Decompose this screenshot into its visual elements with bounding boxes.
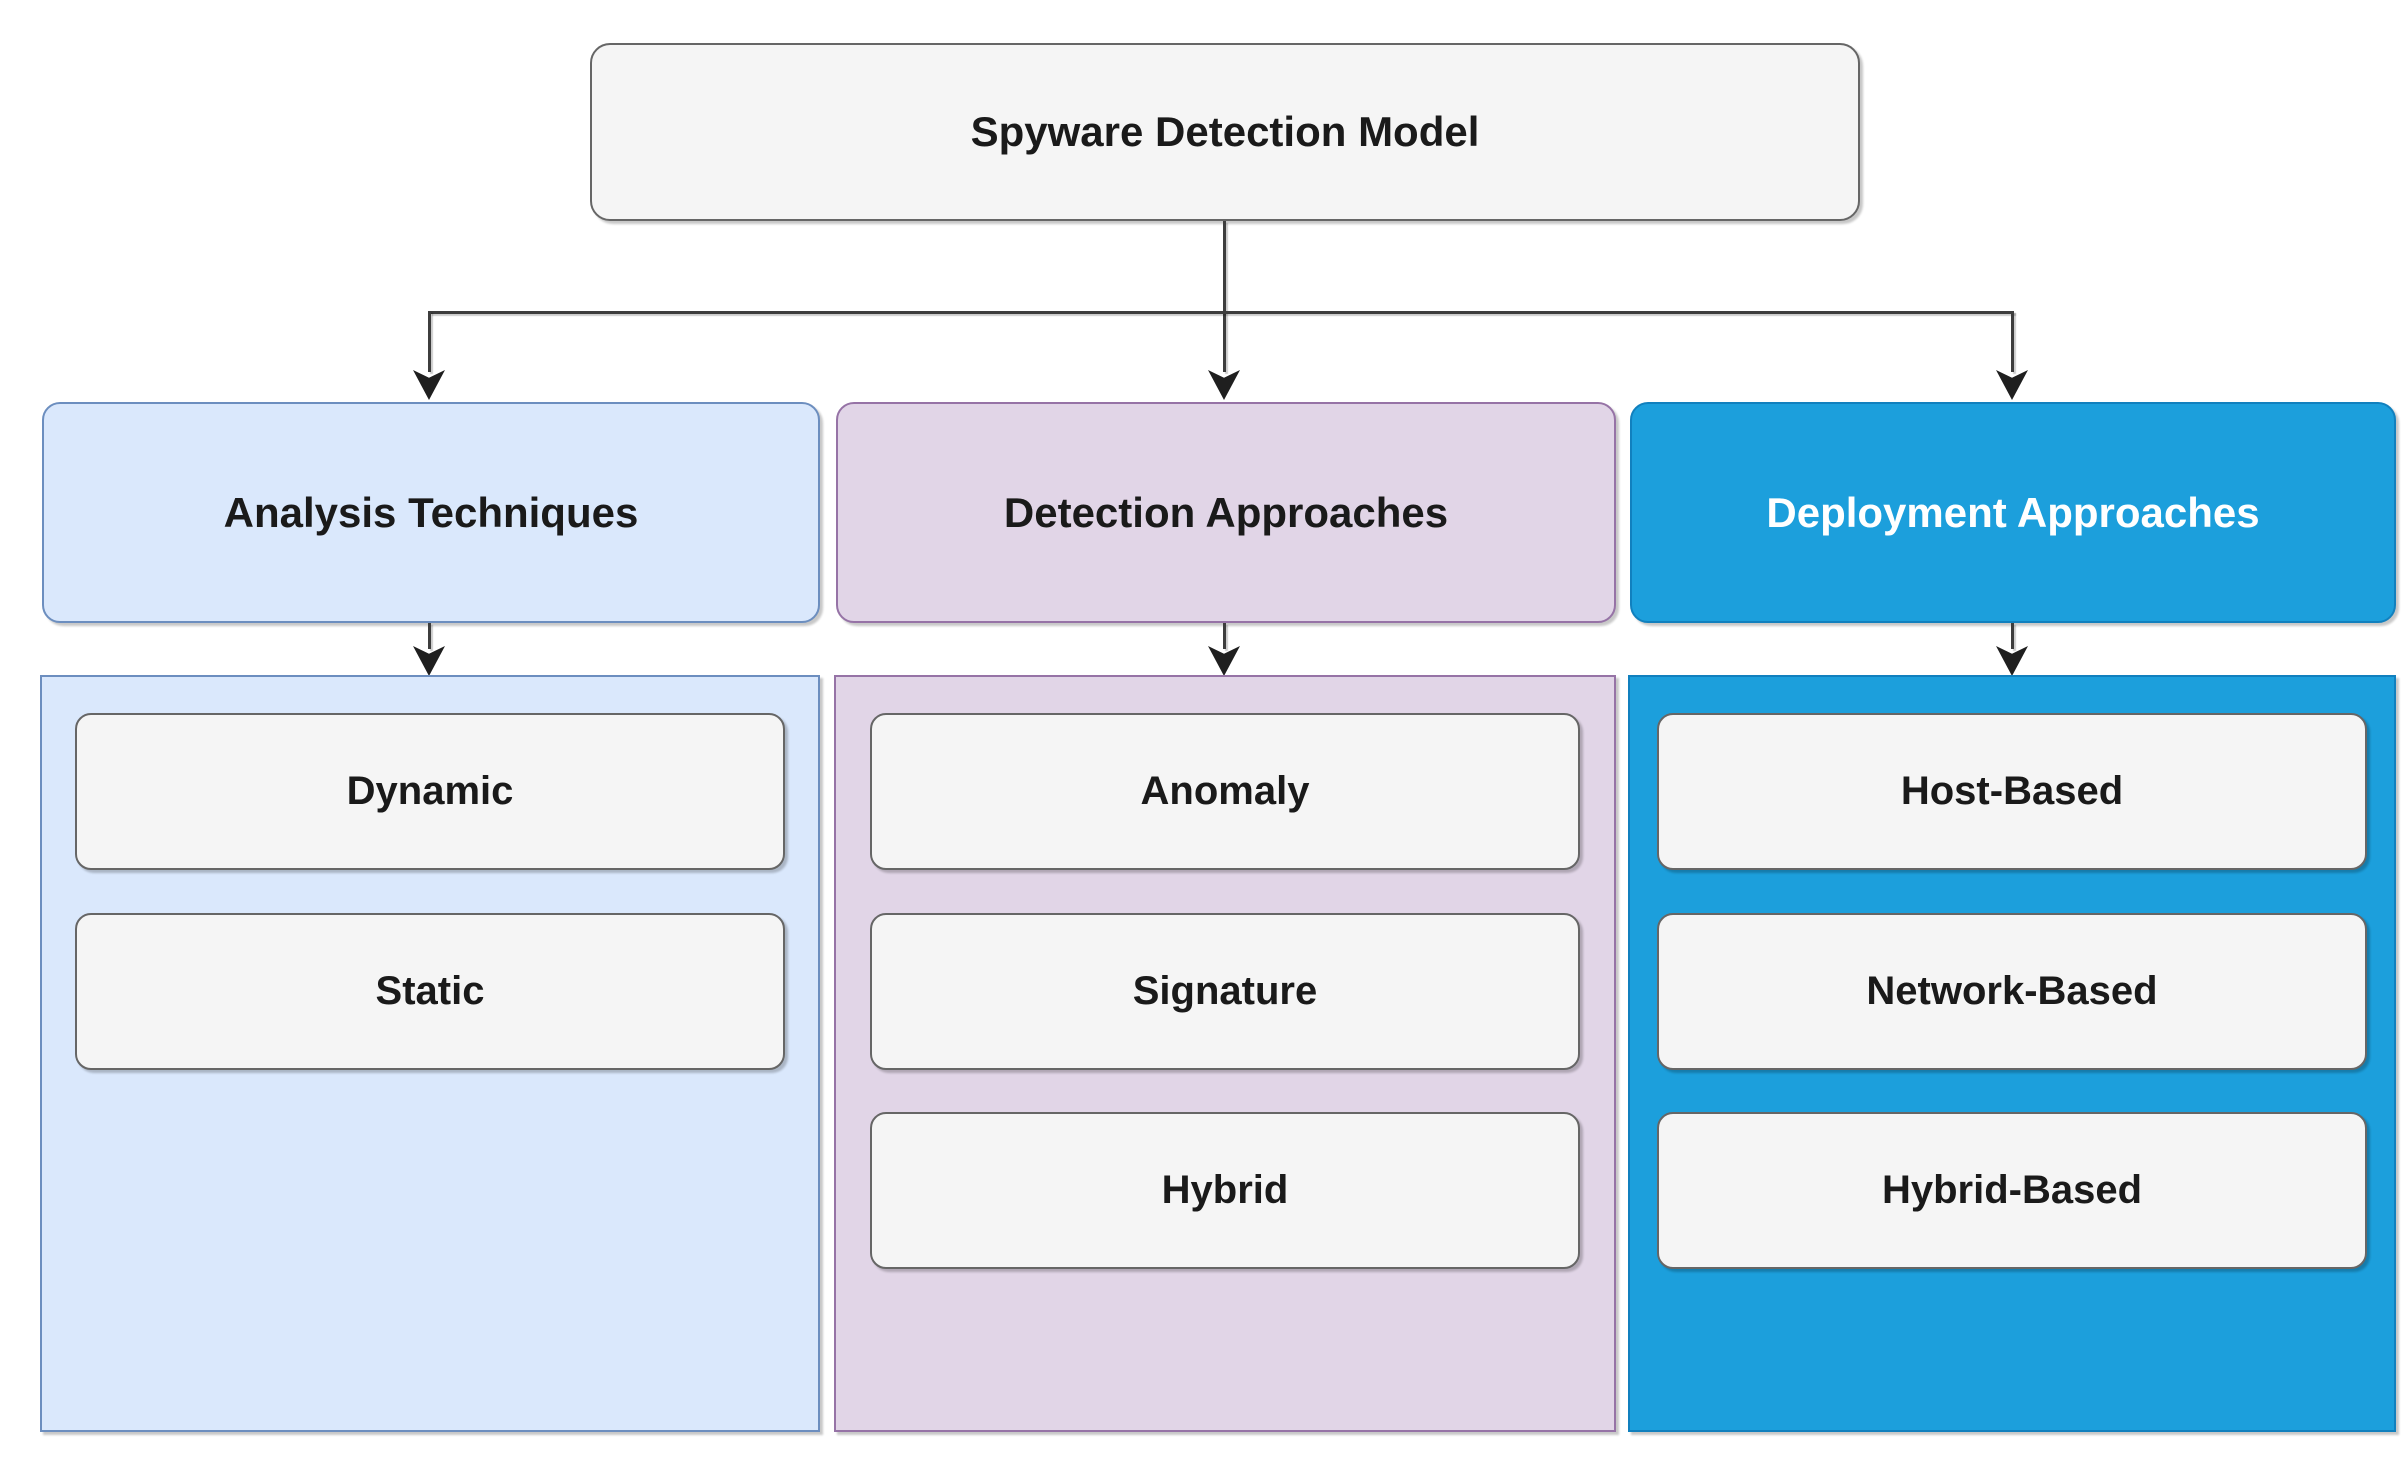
node-hybrid-based: Hybrid-Based — [1657, 1112, 2367, 1269]
node-signature-label: Signature — [1132, 969, 1318, 1013]
node-detection-approaches: Detection Approaches — [836, 402, 1616, 623]
node-signature: Signature — [870, 913, 1580, 1070]
node-host-based-label: Host-Based — [1900, 769, 2124, 813]
node-spyware-detection-model-label: Spyware Detection Model — [970, 108, 1480, 155]
node-analysis-techniques: Analysis Techniques — [42, 402, 820, 623]
connector-trunk — [1223, 221, 1226, 372]
node-host-based: Host-Based — [1657, 713, 2367, 870]
connector-deployment-to-group — [2011, 623, 2014, 649]
node-hybrid-label: Hybrid — [1161, 1168, 1289, 1212]
connector-analysis-to-group — [428, 623, 431, 649]
node-analysis-techniques-label: Analysis Techniques — [223, 488, 639, 536]
connector-detection-to-group — [1223, 623, 1226, 649]
node-anomaly: Anomaly — [870, 713, 1580, 870]
arrowhead-into-detection — [1208, 370, 1240, 400]
node-network-based-label: Network-Based — [1866, 969, 2158, 1013]
connector-branch-left — [428, 311, 431, 372]
node-detection-approaches-label: Detection Approaches — [1003, 488, 1449, 536]
node-static: Static — [75, 913, 785, 1070]
arrowhead-into-deployment-group — [1996, 646, 2028, 676]
arrowhead-into-deployment — [1996, 370, 2028, 400]
arrowhead-into-detection-group — [1208, 646, 1240, 676]
arrowhead-into-analysis — [413, 370, 445, 400]
node-dynamic: Dynamic — [75, 713, 785, 870]
node-hybrid-based-label: Hybrid-Based — [1881, 1168, 2143, 1212]
connector-distributor — [430, 311, 2014, 314]
node-spyware-detection-model: Spyware Detection Model — [590, 43, 1860, 221]
arrowhead-into-analysis-group — [413, 646, 445, 676]
node-deployment-approaches-label: Deployment Approaches — [1766, 488, 2260, 536]
node-deployment-approaches: Deployment Approaches — [1630, 402, 2396, 623]
node-static-label: Static — [375, 969, 485, 1013]
node-hybrid: Hybrid — [870, 1112, 1580, 1269]
node-dynamic-label: Dynamic — [346, 769, 514, 813]
connector-branch-right — [2011, 311, 2014, 372]
node-network-based: Network-Based — [1657, 913, 2367, 1070]
node-anomaly-label: Anomaly — [1140, 769, 1310, 813]
